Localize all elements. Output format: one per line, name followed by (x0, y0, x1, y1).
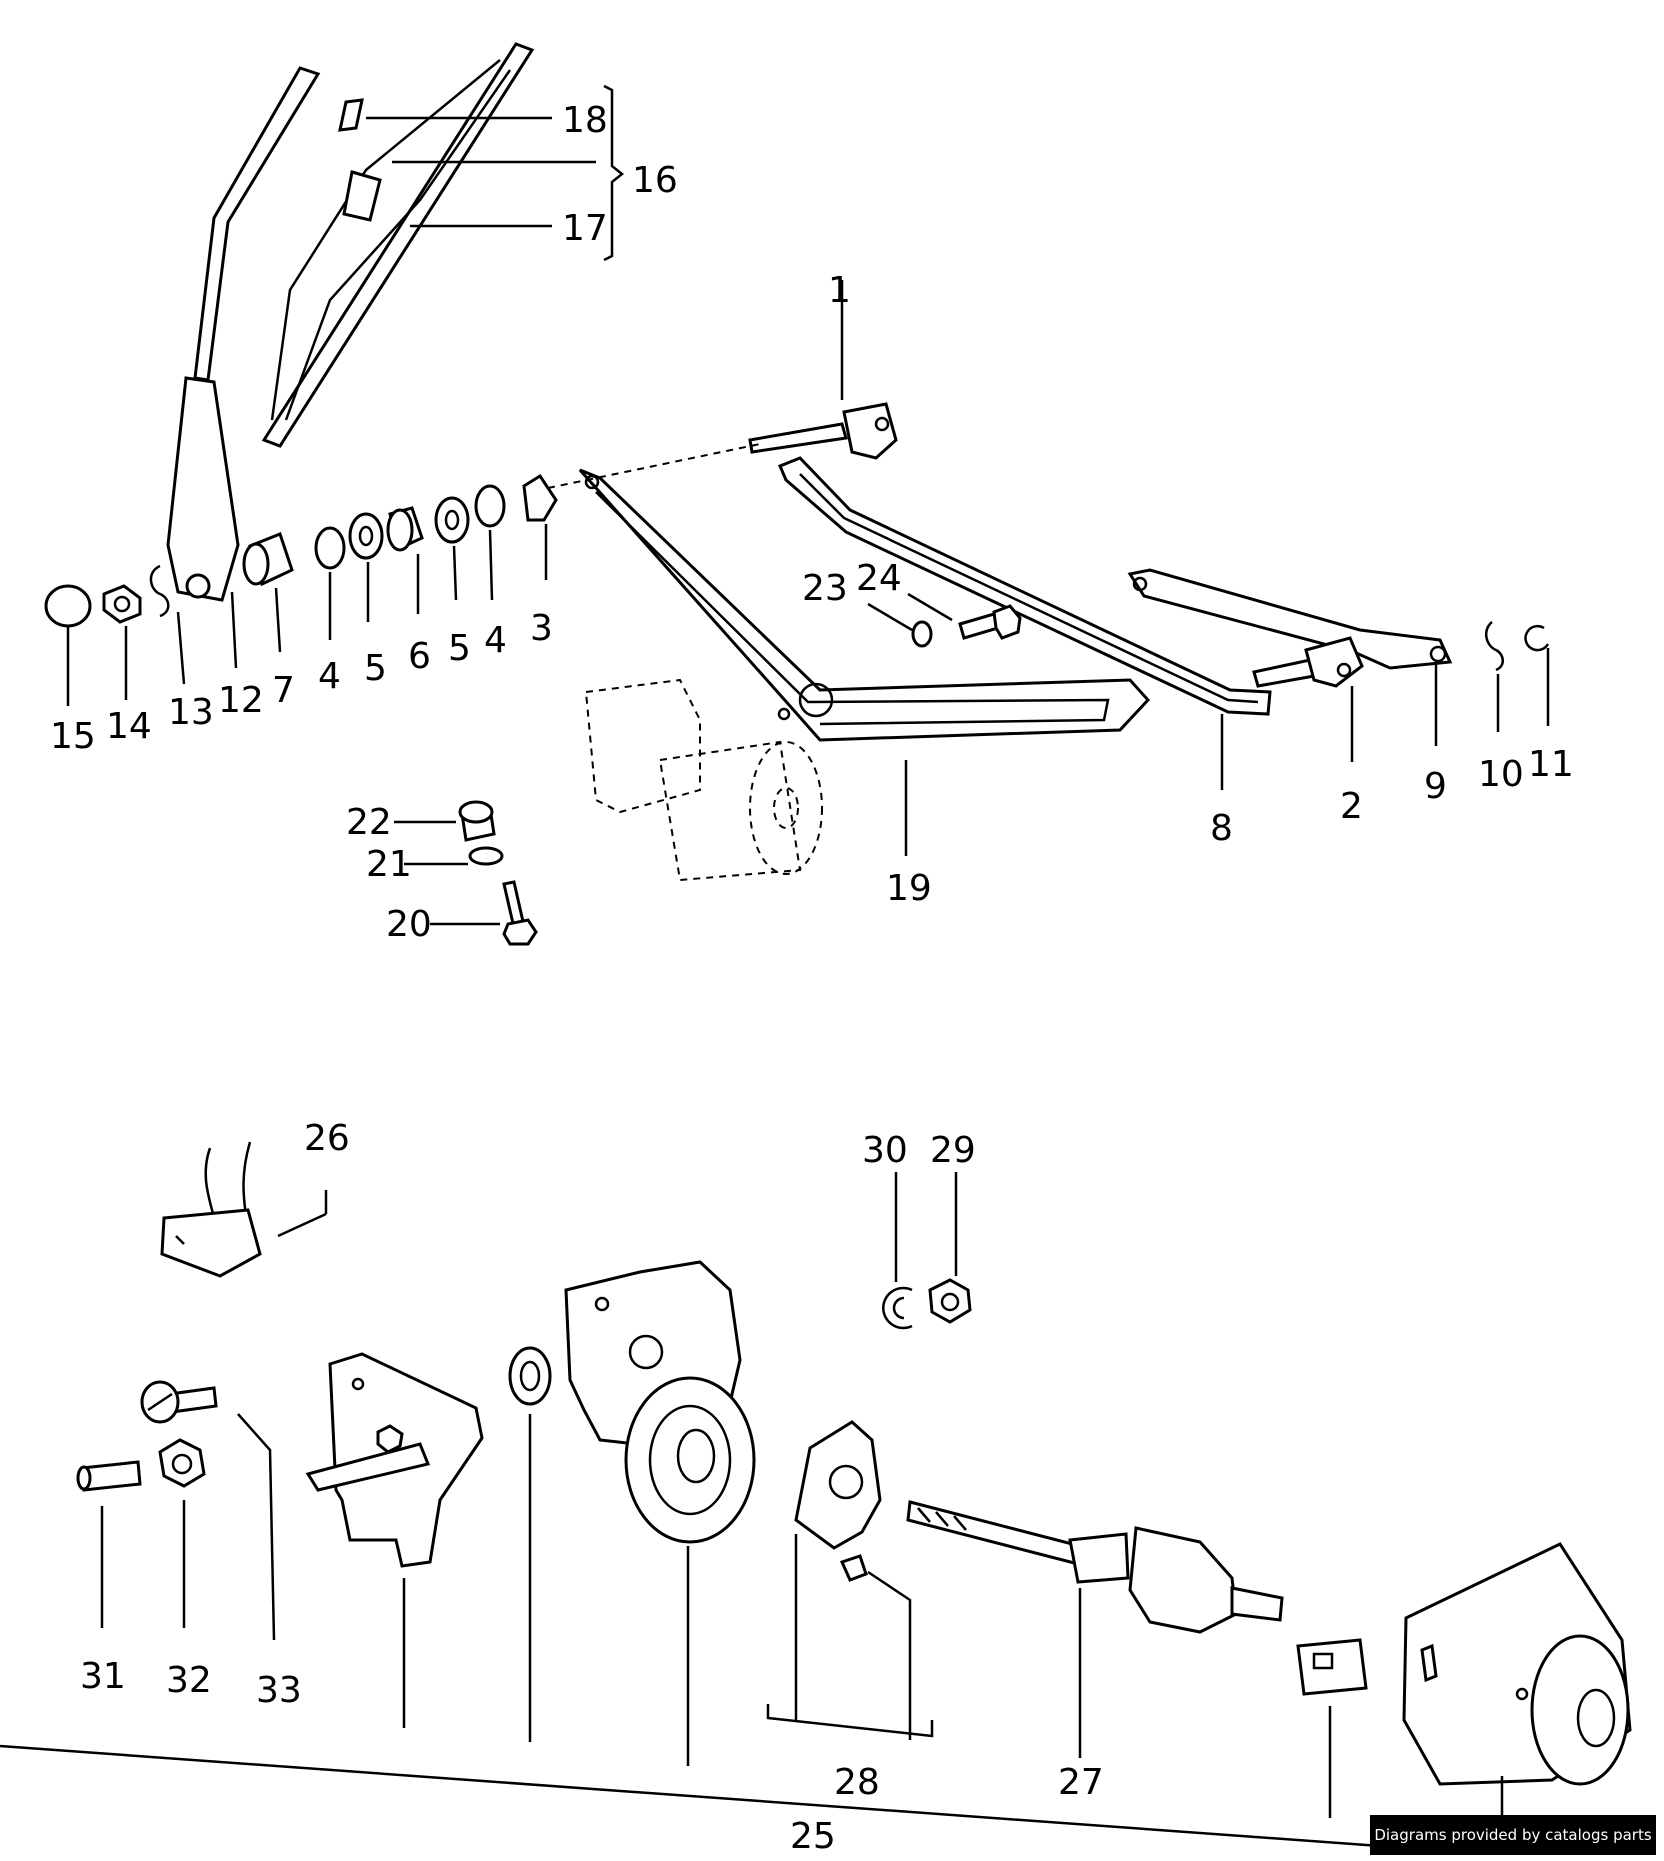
pivot-shaft-2 (1252, 636, 1364, 688)
stud (76, 1460, 142, 1492)
callout-5a: 5 (364, 648, 387, 689)
callout-3: 3 (530, 608, 553, 649)
wiper-arm (166, 66, 321, 602)
brush-holder (794, 1420, 882, 1582)
pivot-shaft-1 (748, 402, 898, 460)
callout-25: 25 (790, 1816, 836, 1857)
wiper-blade (261, 42, 535, 448)
motor-outline (584, 678, 823, 882)
callout-32: 32 (166, 1660, 212, 1701)
wiper-frame (578, 468, 1151, 742)
callout-19: 19 (886, 868, 932, 909)
callout-31: 31 (80, 1656, 126, 1697)
callout-16: 16 (632, 160, 678, 201)
connecting-rod (1127, 568, 1453, 670)
callout-27: 27 (1058, 1762, 1104, 1803)
callout-17: 17 (562, 208, 608, 249)
callout-5b: 5 (448, 628, 471, 669)
callout-7: 7 (272, 670, 295, 711)
spring-clip-10 (1484, 621, 1504, 672)
e-clip-11 (1524, 624, 1550, 652)
nut-29 (928, 1278, 972, 1324)
callout-9: 9 (1424, 766, 1447, 807)
leader-lines-upper (66, 84, 1550, 926)
credit-banner: Diagrams provided by catalogs parts (1370, 1815, 1656, 1855)
nut (102, 584, 142, 624)
bushing-22 (458, 800, 496, 842)
callout-10: 10 (1478, 754, 1524, 795)
callout-2: 2 (1340, 786, 1363, 827)
callout-28: 28 (834, 1762, 880, 1803)
washer-23 (911, 620, 933, 648)
washer-21 (468, 846, 504, 866)
mounting-bracket (305, 1352, 484, 1568)
connector-plug (160, 1141, 262, 1278)
callout-33: 33 (256, 1670, 302, 1711)
screw-33 (140, 1380, 218, 1424)
callout-4b: 4 (484, 620, 507, 661)
callout-4a: 4 (318, 656, 341, 697)
callout-22: 22 (346, 802, 392, 843)
callout-6: 6 (408, 636, 431, 677)
callout-29: 29 (930, 1130, 976, 1171)
gasket (508, 1346, 552, 1406)
callout-1: 1 (828, 270, 851, 311)
cap (44, 584, 92, 628)
callout-15: 15 (50, 716, 96, 757)
callout-8: 8 (1210, 808, 1233, 849)
callout-14: 14 (106, 706, 152, 747)
callout-12: 12 (218, 680, 264, 721)
grommet (242, 532, 294, 587)
callout-11: 11 (1528, 744, 1574, 785)
callout-30: 30 (862, 1130, 908, 1171)
washer-stack (314, 473, 558, 570)
callout-24: 24 (856, 558, 902, 599)
bolt-24 (958, 604, 1022, 640)
callout-13: 13 (168, 692, 214, 733)
callout-18: 18 (562, 100, 608, 141)
callout-26: 26 (304, 1118, 350, 1159)
callout-21: 21 (366, 844, 412, 885)
carbon-brush (1296, 1638, 1368, 1696)
gear-housing (564, 1260, 756, 1544)
spring-clip (149, 564, 170, 618)
screw-20 (502, 880, 538, 946)
lock-washer (882, 1286, 913, 1330)
callout-23: 23 (802, 568, 848, 609)
armature (906, 1500, 1284, 1634)
callout-20: 20 (386, 904, 432, 945)
drive-link (778, 456, 1272, 716)
motor-housing (1402, 1542, 1632, 1786)
nut-32 (158, 1438, 206, 1488)
